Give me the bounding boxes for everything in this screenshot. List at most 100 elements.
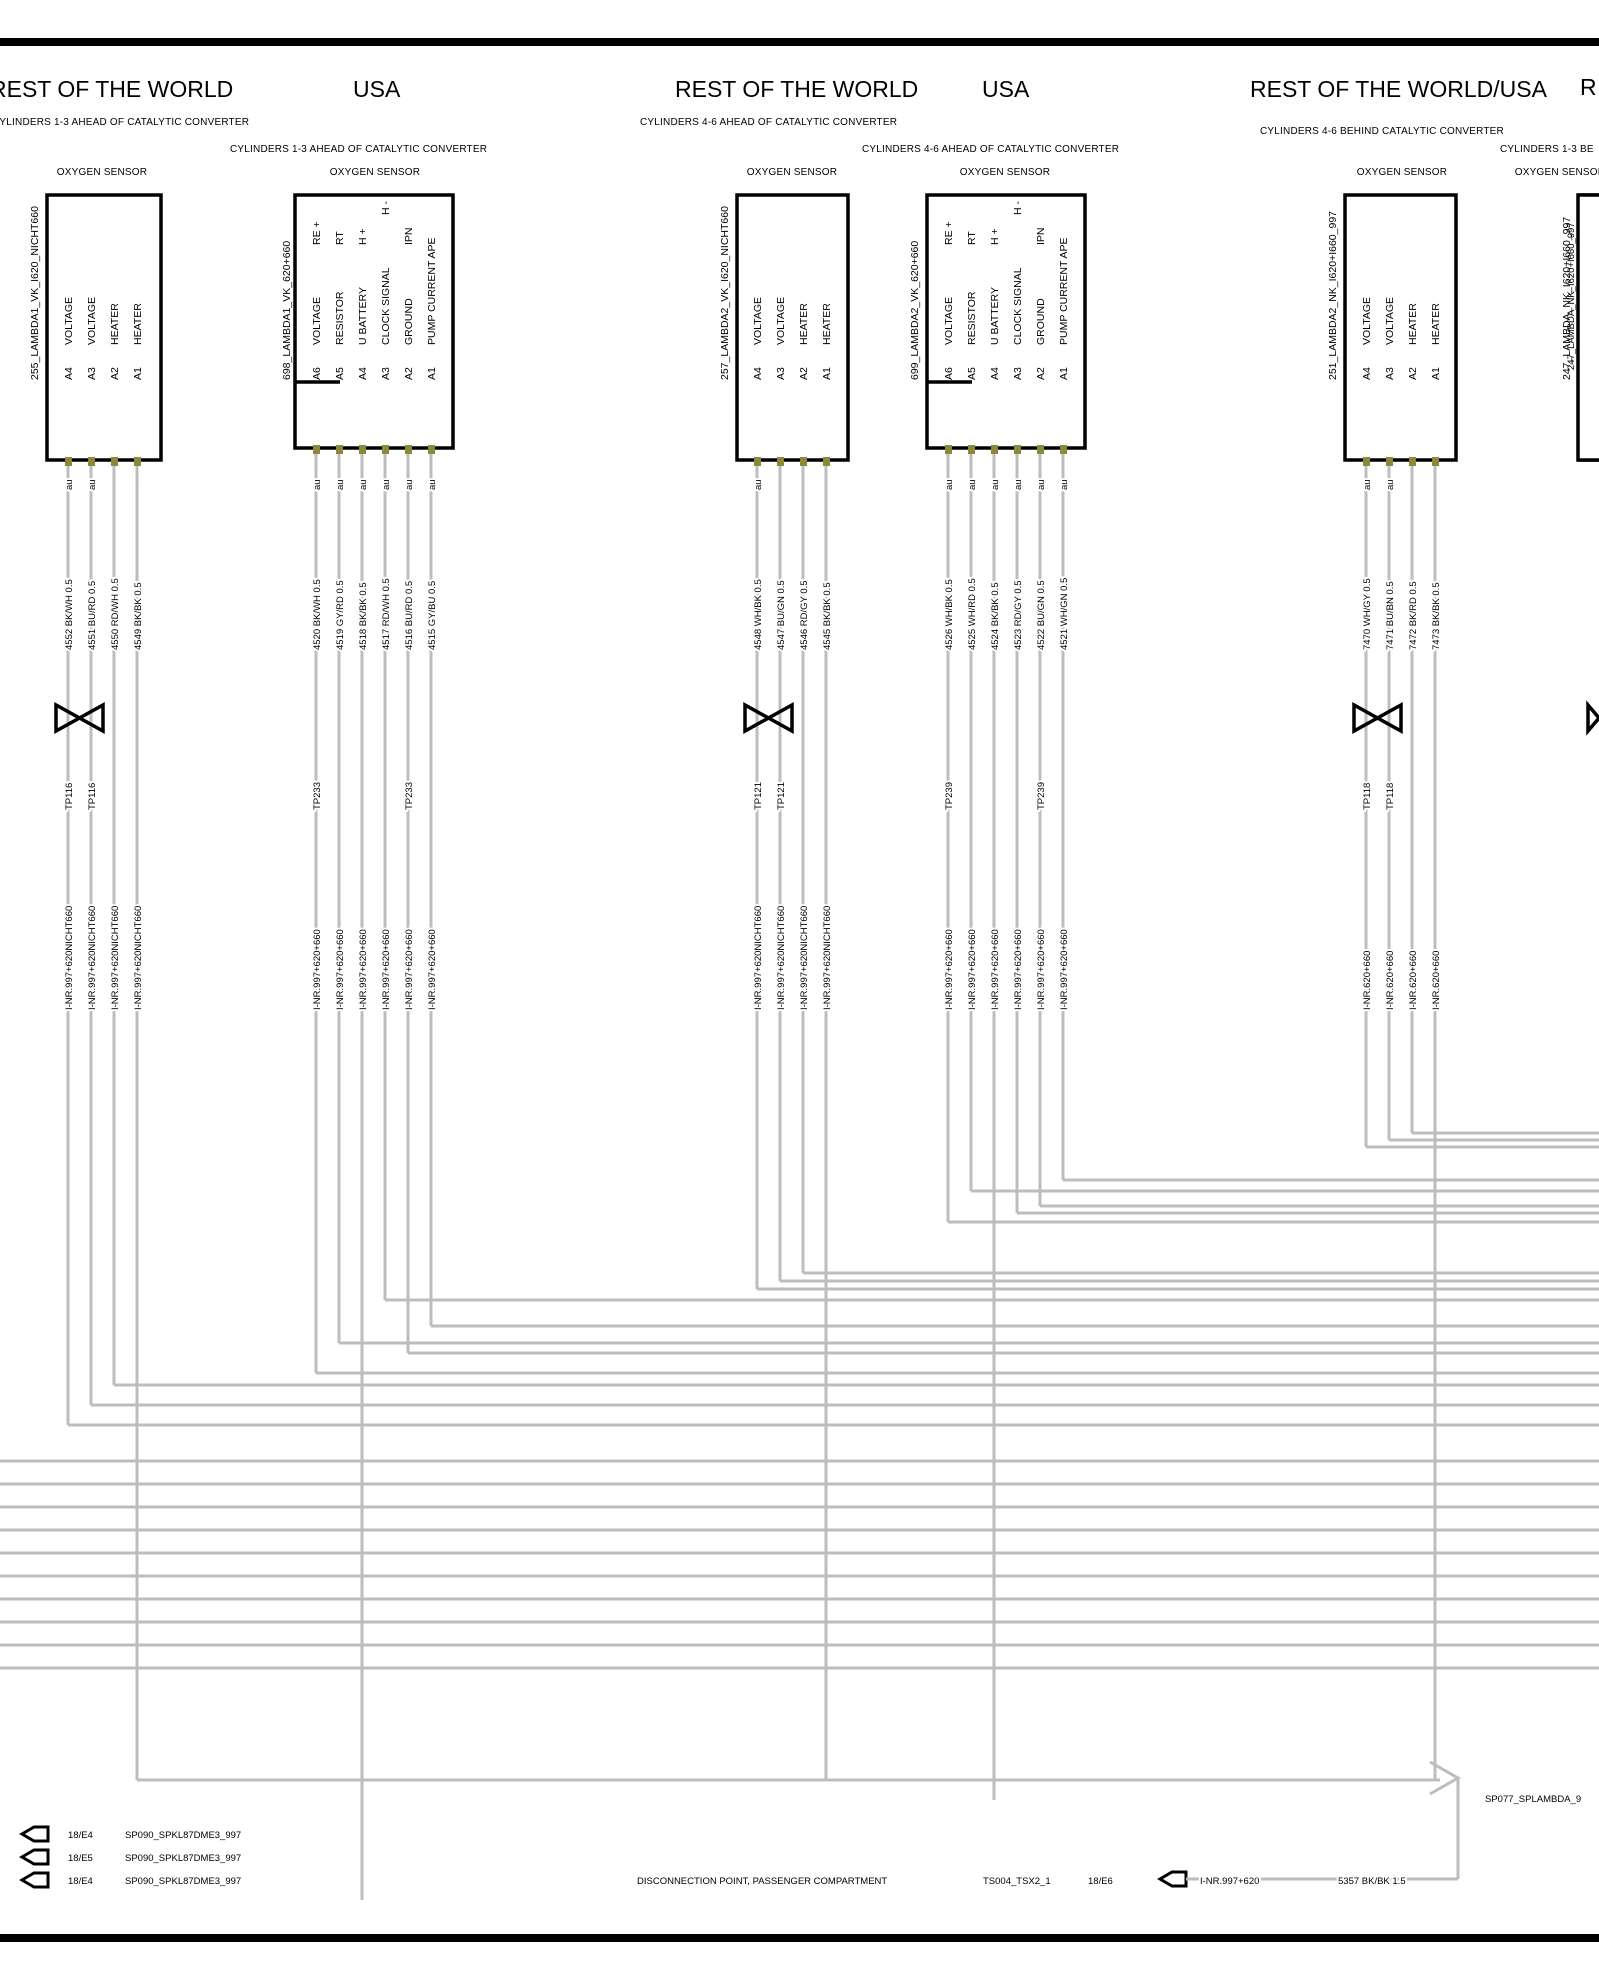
- pin-function: U BATTERY: [989, 287, 1001, 345]
- pin-top-label: H -: [380, 201, 392, 216]
- pin-function: VOLTAGE: [775, 297, 787, 345]
- wire-color-label: 4523 RD/GY 0.5: [1013, 580, 1024, 650]
- sensor-id: 257_LAMBDA2_VK_I620_NICHT660: [719, 206, 731, 380]
- pin-terminal: [945, 445, 952, 454]
- pin-terminal: [800, 457, 807, 466]
- section-subtitle: CYLINDERS 4-6 AHEAD OF CATALYTIC CONVERT…: [862, 144, 1119, 155]
- wire-color-label: 7472 BK/RD 0.5: [1408, 581, 1419, 650]
- test-point-label: TP118: [1385, 783, 1396, 810]
- harness-label: I-NR.997+620+660: [967, 929, 978, 1010]
- harness-label: I-NR.997+620+660: [1013, 929, 1024, 1010]
- pin-function: HEATER: [1430, 303, 1442, 345]
- pin-terminal: [359, 445, 366, 454]
- pin-function: CLOCK SIGNAL: [380, 267, 392, 345]
- pin-function: RESISTOR: [334, 291, 346, 345]
- wire-au-label: au: [1385, 479, 1396, 490]
- connector-ref-name: SP090_SPKL87DME3_997: [125, 1853, 241, 1864]
- ts-label: TS004_TSX2_1: [983, 1876, 1051, 1887]
- wire-au-label: au: [753, 479, 764, 490]
- pin-id: A6: [943, 367, 955, 380]
- wire-au-label: au: [404, 479, 415, 490]
- sensor-caption: OXYGEN SENSOR: [330, 167, 420, 178]
- wire-au-label: au: [335, 479, 346, 490]
- harness-label: I-NR.997+620NICHT660: [822, 906, 833, 1010]
- pin-terminal: [428, 445, 435, 454]
- connector-arrow-icon: [19, 1825, 50, 1843]
- wire-color-label: 7470 WH/GY 0.5: [1362, 578, 1373, 650]
- pin-terminal: [777, 457, 784, 466]
- twisted-pair-icon: [743, 702, 794, 734]
- connector-ref[interactable]: 18/E4 SP090_SPKL87DME3_997: [19, 1871, 241, 1889]
- wire-color-label: 4549 BK/BK 0.5: [133, 582, 144, 650]
- wire-color-label: 4526 WH/BK 0.5: [944, 579, 955, 650]
- pin-function: RESISTOR: [966, 291, 978, 345]
- harness-label: I-NR.997+620+660: [1059, 929, 1070, 1010]
- pin-function: VOLTAGE: [86, 297, 98, 345]
- pin-id: A1: [426, 367, 438, 380]
- wire-au-label: au: [1036, 479, 1047, 490]
- pin-id: A4: [752, 367, 764, 380]
- pin-id: A1: [1430, 367, 1442, 380]
- sensor-id: 255_LAMBDA1_VK_I620_NICHT660: [29, 206, 41, 380]
- pin-terminal: [1014, 445, 1021, 454]
- pin-terminal: [754, 457, 761, 466]
- harness-label: I-NR.997+620NICHT660: [799, 906, 810, 1010]
- sensor-box: [925, 193, 1087, 450]
- sensor-layer: OXYGEN SENSOR 255_LAMBDA1_VK_I620_NICHT66…: [29, 167, 1599, 1012]
- harness-label: I-NR.997+620+660: [404, 929, 415, 1010]
- connector-arrow-icon[interactable]: [1157, 1870, 1188, 1888]
- pin-function: HEATER: [132, 303, 144, 345]
- pin-function: VOLTAGE: [1384, 297, 1396, 345]
- connector-ref[interactable]: 18/E4 SP090_SPKL87DME3_997: [19, 1825, 241, 1843]
- pin-terminal: [1432, 457, 1439, 466]
- wire-color-label: 4545 BK/BK 0.5: [822, 582, 833, 650]
- pin-id: A3: [86, 367, 98, 380]
- wire-color-label: 4515 GY/BU 0.5: [427, 581, 438, 650]
- footer-disconnection-point: DISCONNECTION POINT, PASSENGER COMPARTME…: [637, 1778, 1460, 1889]
- pin-id: A4: [357, 367, 369, 380]
- test-point-label: TP233: [404, 782, 415, 810]
- section-title: REST OF THE WORLD: [0, 76, 233, 102]
- section-subtitle: CYLINDERS 1-3 AHEAD OF CATALYTIC CONVERT…: [0, 117, 249, 128]
- test-point-label: TP233: [312, 782, 323, 810]
- wire-layer: [0, 454, 1599, 1900]
- pin-terminal: [1363, 457, 1370, 466]
- connector-ref[interactable]: 18/E5 SP090_SPKL87DME3_997: [19, 1848, 241, 1866]
- pin-terminal: [405, 445, 412, 454]
- harness-label: I-NR.620+660: [1385, 951, 1396, 1010]
- pin-id: A3: [380, 367, 392, 380]
- pin-terminal: [823, 457, 830, 466]
- harness-label: I-NR.997+620+660: [358, 929, 369, 1010]
- wire-color-label: 4525 WH/RD 0.5: [967, 578, 978, 650]
- wire-color-label: 4518 BK/BK 0.5: [358, 582, 369, 650]
- sensor-caption: OXYGEN SENSOR: [1515, 167, 1599, 178]
- sensor-id: 247_LAMBDA_NK_I620+I660_997: [1566, 222, 1577, 370]
- bottom-frame-bar: [0, 1934, 1599, 1942]
- pin-id: A2: [403, 367, 415, 380]
- harness-label: I-NR.620+660: [1431, 951, 1442, 1010]
- pin-terminal: [1409, 457, 1416, 466]
- sensor-caption: OXYGEN SENSOR: [1357, 167, 1447, 178]
- pin-id: A5: [334, 367, 346, 380]
- pin-function: GROUND: [403, 298, 415, 345]
- pin-top-label: RE +: [943, 221, 955, 245]
- pin-function: VOLTAGE: [311, 297, 323, 345]
- sensor-caption: OXYGEN SENSOR: [960, 167, 1050, 178]
- harness-label: I-NR.997+620+660: [335, 929, 346, 1010]
- sensor-box: [1343, 193, 1458, 462]
- harness-label: I-NR.997+620NICHT660: [64, 906, 75, 1010]
- ts-ref: 18/E6: [1088, 1876, 1113, 1887]
- section-title: USA: [982, 76, 1030, 102]
- harness-label: I-NR.997+620+660: [1036, 929, 1047, 1010]
- pin-terminal: [382, 445, 389, 454]
- harness-label: I-NR.997+620+660: [312, 929, 323, 1010]
- oxygen-sensor: OXYGEN SENSOR257_LAMBDA2_VK_I620_NICHT66…: [719, 167, 850, 1012]
- connector-arrow-icon: [19, 1848, 50, 1866]
- section-subtitle: CYLINDERS 4-6 BEHIND CATALYTIC CONVERTER: [1260, 126, 1504, 137]
- oxygen-sensor: OXYGEN SENSOR251_LAMBDA2_NK_I620+I660_99…: [1327, 167, 1458, 1012]
- pin-terminal: [1386, 457, 1393, 466]
- sensor-box-partial: [1576, 193, 1599, 462]
- pin-function: HEATER: [798, 303, 810, 345]
- connector-ref-page: 18/E4: [68, 1876, 93, 1887]
